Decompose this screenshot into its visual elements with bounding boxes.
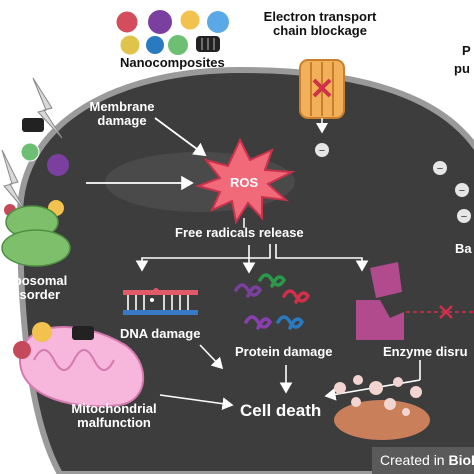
mito-label-line1: Mitochondrial	[71, 401, 157, 416]
ribosomal-disorder-label: Ribosomal disorder	[0, 273, 68, 303]
right-partial-label-1: P	[462, 43, 471, 58]
mito-to-death-arrow	[159, 394, 234, 411]
credit-prefix: Created in	[380, 452, 449, 468]
etc-label: Electron transport chain blockage	[255, 9, 385, 39]
etc-label-line1: Electron transport	[263, 9, 377, 24]
cell-death-label: Cell death	[240, 401, 322, 420]
inhibition-x-icon	[439, 305, 453, 319]
dna-damage-label: DNA damage	[120, 326, 201, 341]
protein-damage-label: Protein damage	[235, 344, 333, 359]
ribosomal-label-line2: disorder	[7, 287, 60, 303]
membrane-damage-label: Membrane damage	[82, 99, 162, 129]
svg-text:−: −	[319, 145, 325, 157]
membrane-label-line1: Membrane	[89, 99, 155, 114]
apoptotic-cell-icon	[334, 375, 430, 440]
nanoparticle-icon	[4, 118, 69, 216]
ros-label: ROS	[230, 175, 259, 190]
ribosome-icon	[1, 205, 71, 267]
ros-burst	[194, 137, 296, 225]
membrane-label-line2: damage	[97, 113, 147, 129]
nanocomposites-label: Nanocomposites	[120, 55, 225, 70]
right-partial-label-2: pu	[454, 61, 470, 76]
protein-icon	[234, 273, 311, 330]
enzyme-disruption-label: Enzyme disru	[383, 344, 468, 359]
enzyme-icon	[356, 262, 404, 340]
dna-to-death-arrow	[199, 344, 224, 370]
membrane-to-ros-arrow	[154, 117, 207, 157]
etc-label-line2: chain blockage	[273, 23, 367, 39]
radicals-to-enzyme-arrow	[275, 244, 369, 272]
mitochondrion-icon	[13, 322, 145, 408]
svg-text:−: −	[459, 185, 465, 197]
free-radicals-label: Free radicals release	[175, 225, 304, 240]
radicals-to-dna-arrow	[135, 244, 271, 272]
mito-malfunction-label: Mitochondrial malfunction	[62, 401, 166, 431]
biorender-credit[interactable]: Created in BioR	[372, 447, 474, 474]
right-partial-label-3: Ba	[455, 241, 472, 256]
ribosomal-label-line1: Ribosomal	[0, 273, 68, 288]
svg-text:−: −	[437, 163, 443, 175]
blocked-x-icon	[312, 78, 332, 98]
nanocomposites-icon	[115, 9, 229, 56]
credit-brand: BioR	[448, 452, 474, 468]
dna-icon	[123, 288, 198, 315]
mito-label-line2: malfunction	[77, 415, 151, 431]
electron-icon: − − − −	[315, 143, 471, 223]
svg-text:−: −	[461, 211, 467, 223]
